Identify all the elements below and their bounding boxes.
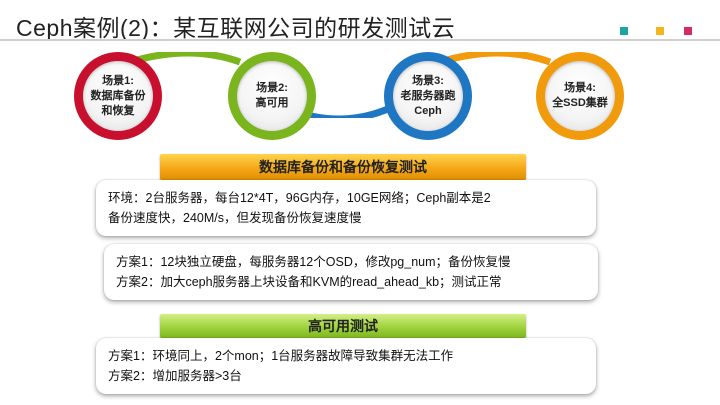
scene-node-3-inner: 场景3: 老服务器跑 Ceph <box>393 61 463 131</box>
scene-4-line-2: 全SSD集群 <box>552 97 608 109</box>
decor-square-yellow <box>656 27 664 35</box>
title-divider <box>0 39 720 41</box>
scene-node-2: 场景2: 高可用 <box>228 52 316 140</box>
plan-2-line-1: 方案1：环境同上，2个mon；1台服务器故障导致集群无法工作 <box>108 349 454 363</box>
scene-2-line-2: 高可用 <box>255 97 289 109</box>
scene-node-4: 场景4: 全SSD集群 <box>536 52 624 140</box>
env-line-2: 备份速度快，240M/s，但发现备份恢复速度慢 <box>108 211 362 225</box>
plan-1-line-2: 方案2：加大ceph服务器上块设备和KVM的read_ahead_kb；测试正常 <box>116 275 502 289</box>
page-title: Ceph案例(2)：某互联网公司的研发测试云 <box>16 15 456 41</box>
section-1-plan-box: 方案1：12块独立硬盘，每服务器12个OSD，修改pg_num；备份恢复慢 方案… <box>104 244 598 300</box>
scene-1-line-1: 场景1: <box>102 74 134 87</box>
scene-1-line-2: 数据库备份 <box>90 89 146 102</box>
decor-square-teal <box>620 27 628 35</box>
scene-3-line-1: 场景3: <box>412 74 444 87</box>
scene-3-line-2: 老服务器跑 <box>400 89 456 102</box>
section-2-plan-box: 方案1：环境同上，2个mon；1台服务器故障导致集群无法工作 方案2：增加服务器… <box>96 338 596 394</box>
section-2-heading: 高可用测试 <box>160 314 526 338</box>
scene-2-line-1: 场景2: <box>256 82 288 94</box>
ring-arc-1 <box>128 52 242 66</box>
scene-4-line-1: 场景4: <box>564 82 596 94</box>
scene-node-4-inner: 场景4: 全SSD集群 <box>545 61 615 131</box>
env-line-1: 环境：2台服务器，每台12*4T，96G内存，10GE网络；Ceph副本是2 <box>108 191 491 205</box>
scene-node-2-inner: 场景2: 高可用 <box>237 61 307 131</box>
scene-node-3: 场景3: 老服务器跑 Ceph <box>384 52 472 140</box>
scene-node-1: 场景1: 数据库备份 和恢复 <box>74 52 162 140</box>
section-1-env-box: 环境：2台服务器，每台12*4T，96G内存，10GE网络；Ceph副本是2 备… <box>96 180 596 236</box>
scene-node-1-inner: 场景1: 数据库备份 和恢复 <box>83 61 153 131</box>
decor-square-pink <box>684 27 692 35</box>
plan-2-line-2: 方案2：增加服务器>3台 <box>108 369 242 383</box>
ring-arc-3 <box>438 52 552 66</box>
scene-1-line-3: 和恢复 <box>101 104 135 117</box>
section-1-heading: 数据库备份和备份恢复测试 <box>160 154 526 180</box>
scene-3-line-3: Ceph <box>414 104 442 117</box>
plan-1-line-1: 方案1：12块独立硬盘，每服务器12个OSD，修改pg_num；备份恢复慢 <box>116 255 511 269</box>
